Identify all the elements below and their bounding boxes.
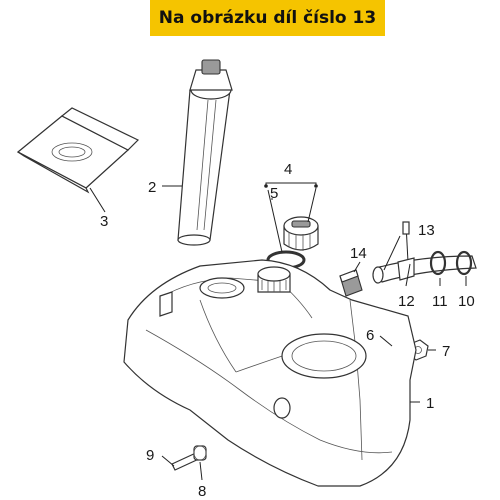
- callout-4: 4: [284, 161, 292, 178]
- callout-13: 13: [418, 222, 435, 239]
- part-3-tray: [16, 107, 140, 194]
- callout-11: 11: [432, 293, 448, 310]
- part-12-bracket: [397, 257, 415, 281]
- callout-7: 7: [442, 343, 450, 360]
- highlight-banner: Na obrázku díl číslo 13: [150, 0, 385, 36]
- callout-8: 8: [198, 483, 206, 500]
- leader-lines: [89, 182, 467, 481]
- part-1-fuel-tank: [123, 259, 417, 487]
- callout-3: 3: [100, 213, 108, 230]
- part-11-clamp: [429, 250, 447, 276]
- callout-5: 5: [270, 185, 278, 202]
- part-14-rubber-block: [339, 269, 363, 297]
- callout-2: 2: [148, 179, 156, 196]
- banner-text: Na obrázku díl číslo 13: [158, 8, 377, 28]
- callout-9: 9: [146, 447, 154, 464]
- part-2-pump-tube: [177, 59, 233, 246]
- part-10-clamp: [455, 250, 473, 276]
- part-8-9-bolt: [171, 445, 207, 471]
- callout-12: 12: [398, 293, 415, 310]
- callout-6: 6: [366, 327, 374, 344]
- callout-1: 1: [426, 395, 434, 412]
- callout-labels: 1 2 3 4 5 6 7 8 9 10 11 12 13 14: [100, 161, 475, 500]
- part-4-filler-cap: [283, 216, 319, 251]
- callout-10: 10: [458, 293, 475, 310]
- callout-14: 14: [350, 245, 367, 262]
